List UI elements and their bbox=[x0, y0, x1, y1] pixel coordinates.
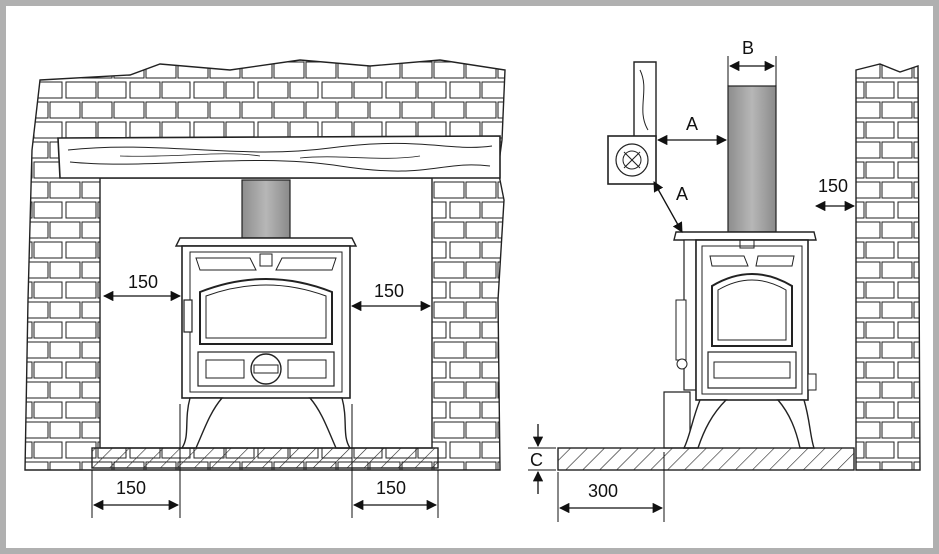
label-hearth-thickness: C bbox=[530, 450, 543, 470]
label-clearance-diagonal: A bbox=[676, 184, 688, 204]
label-rear-clearance: 150 bbox=[818, 176, 848, 196]
label-flue-width: B bbox=[742, 38, 754, 58]
hearth-left bbox=[91, 447, 439, 469]
label-side-right: 150 bbox=[374, 281, 404, 301]
right-view: B A A 150 C 300 bbox=[528, 38, 921, 522]
label-hearth-right: 150 bbox=[376, 478, 406, 498]
flue-pipe-right bbox=[727, 85, 777, 233]
flue-pipe-left bbox=[241, 179, 291, 239]
left-view: 150 150 150 150 bbox=[24, 59, 506, 518]
dim-clearance-diagonal bbox=[653, 181, 683, 233]
stove-side-view bbox=[663, 231, 817, 449]
label-hearth-left: 150 bbox=[116, 478, 146, 498]
label-front-hearth: 300 bbox=[588, 481, 618, 501]
hearth-right bbox=[557, 447, 855, 471]
rear-brick-wall bbox=[855, 63, 921, 471]
stove-front-view bbox=[174, 237, 358, 449]
label-side-left: 150 bbox=[128, 272, 158, 292]
combustible-wall-element bbox=[607, 61, 657, 185]
wooden-lintel-beam bbox=[57, 135, 501, 179]
label-clearance-horizontal: A bbox=[686, 114, 698, 134]
